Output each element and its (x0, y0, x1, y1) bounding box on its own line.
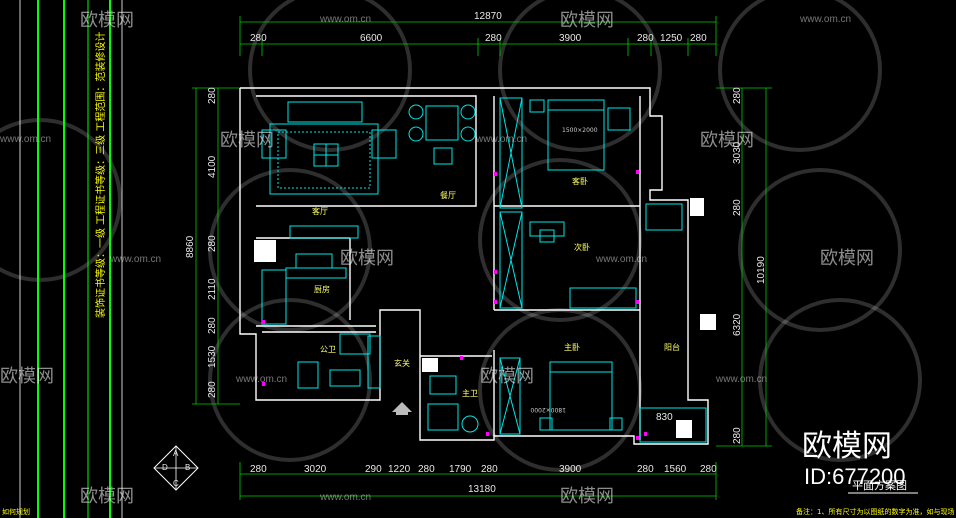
watermark-brand: 欧模网 (80, 486, 134, 507)
watermark-id: ID:677200 (804, 464, 906, 489)
room-label-balcony: 阳台 (664, 342, 680, 352)
watermark-brand: 欧模网 (560, 10, 614, 31)
dim-right-seg: 280 (732, 199, 743, 216)
bed-size-guest: 1500×2000 (562, 127, 598, 134)
watermark-url: www.om.cn (109, 254, 161, 265)
blank-patches (254, 198, 716, 438)
watermark-brand: 欧模网 (0, 366, 54, 387)
watermark-brand: 欧模网 (340, 248, 394, 269)
dim-top-seg: 1250 (660, 33, 683, 44)
dim-bottom-seg: 1220 (388, 464, 411, 475)
room-label-kitchen: 厨房 (314, 284, 330, 294)
watermark-url: www.om.cn (319, 14, 371, 25)
dim-right-overall: 10190 (756, 256, 767, 284)
dim-right-seg: 6320 (732, 313, 743, 336)
watermark-url: www.om.cn (799, 14, 851, 25)
compass-d: D (162, 463, 168, 472)
dimension-left (192, 87, 240, 405)
dim-bottom-overall: 13180 (468, 484, 496, 495)
watermark-url: www.om.cn (715, 374, 767, 385)
watermark-brand: 欧模网 (220, 130, 274, 151)
watermark-brand: 欧模网 (560, 486, 614, 507)
dim-right-seg: 280 (732, 87, 743, 104)
balcony-width: 830 (656, 412, 673, 423)
drawing-frame (19, 0, 123, 518)
watermark-brand: 欧模网 (80, 10, 134, 31)
dim-left-seg: 280 (207, 87, 218, 104)
watermark-url: www.om.cn (595, 254, 647, 265)
dim-bottom-seg: 290 (365, 464, 382, 475)
side-note-text: 装饰证书等级：一级 工程证书等级：三级 工程范围：范装修设计 (94, 32, 107, 318)
room-label-public-bath: 公卫 (320, 345, 336, 354)
compass-a: A (173, 449, 179, 458)
dim-left-overall: 8860 (185, 235, 196, 258)
room-label-study: 次卧 (574, 242, 590, 252)
compass-c: C (173, 479, 179, 488)
dim-top-seg: 6600 (360, 33, 383, 44)
bed-size-master: 1800×2000 (530, 406, 566, 413)
room-label-entrance: 玄关 (394, 358, 410, 368)
room-label-dining: 餐厅 (440, 191, 456, 200)
watermark-url: www.om.cn (0, 134, 51, 145)
dim-top-seg: 280 (485, 33, 502, 44)
dim-right-seg: 280 (732, 427, 743, 444)
dim-bottom-seg: 280 (418, 464, 435, 475)
furniture (261, 97, 707, 443)
compass-icon (153, 445, 199, 491)
dim-bottom-seg: 1790 (449, 464, 472, 475)
dim-left-seg: 4100 (207, 155, 218, 178)
room-label-master-bath: 主卫 (462, 388, 478, 398)
dim-top-overall: 12870 (474, 11, 502, 22)
compass-b: B (185, 463, 190, 472)
dimension-top (239, 16, 717, 56)
watermark-brand: 欧模网 (480, 366, 534, 387)
room-label-master-bedroom: 主卧 (564, 342, 580, 352)
dim-left-seg: 1530 (207, 345, 218, 368)
dim-bottom-seg: 280 (481, 464, 498, 475)
watermark-brand-large: 欧模网 (802, 430, 892, 463)
dim-right-seg: 3030 (732, 141, 743, 164)
entrance-arrow-base (396, 412, 408, 415)
dim-top-seg: 280 (637, 33, 654, 44)
watermark-url: www.om.cn (235, 374, 287, 385)
room-label-living: 客厅 (312, 206, 328, 216)
dim-top-seg: 280 (250, 33, 267, 44)
plan-title: 平面方案图 (852, 478, 907, 492)
footer-right-note: 备注：1、所有尺寸为以图纸的数字为准，如与现场 (796, 507, 954, 516)
dimension-right (716, 87, 772, 447)
watermarks: 欧模网 欧模网 欧模网 欧模网 欧模网 欧模网 欧模网 欧模网 欧模网 欧模网 … (0, 10, 874, 507)
dim-bottom-seg: 280 (637, 464, 654, 475)
dim-left-seg: 280 (207, 381, 218, 398)
dim-left-seg: 2110 (207, 278, 218, 300)
walls (239, 87, 709, 445)
dim-left-seg: 280 (207, 235, 218, 252)
dim-bottom-seg: 1560 (664, 464, 687, 475)
room-label-guest-bedroom: 客卧 (572, 176, 588, 186)
footer-left-note: 如何规划 (2, 507, 30, 516)
watermark-brand: 欧模网 (820, 248, 874, 269)
door-markers (262, 170, 647, 440)
dim-top-seg: 280 (690, 33, 707, 44)
dim-bottom-seg: 3020 (304, 464, 327, 475)
dimension-bottom (239, 462, 717, 500)
dim-bottom-seg: 280 (250, 464, 267, 475)
watermark-url: www.om.cn (319, 492, 371, 503)
dim-bottom-seg: 280 (700, 464, 717, 475)
watermark-brand: 欧模网 (700, 130, 754, 151)
watermark-url: www.om.cn (475, 134, 527, 145)
watermark-rings (0, 0, 922, 472)
entrance-arrow-icon (392, 402, 412, 412)
dim-bottom-seg: 3900 (559, 464, 582, 475)
dim-top-seg: 3900 (559, 33, 582, 44)
dim-left-seg: 280 (207, 317, 218, 334)
